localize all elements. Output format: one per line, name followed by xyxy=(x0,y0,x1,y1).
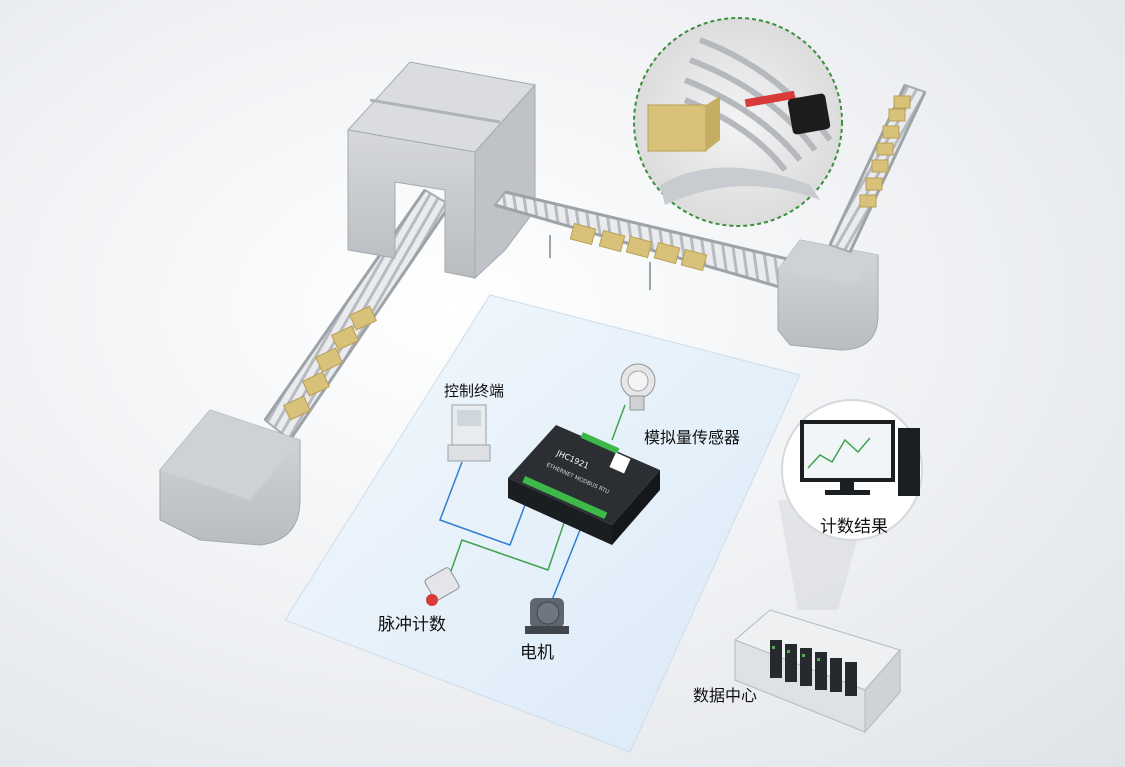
left-conveyor-boxes xyxy=(282,305,378,421)
count-result-circle xyxy=(778,399,923,610)
right-end-block xyxy=(777,239,879,351)
data-center-label: 数据中心 xyxy=(693,686,758,705)
motor-icon xyxy=(525,598,569,634)
analog-sensor-label: 模拟量传感器 xyxy=(644,428,741,447)
count-result-label: 计数结果 xyxy=(820,517,888,537)
system-panel xyxy=(284,294,801,753)
control-terminal-icon xyxy=(447,404,491,462)
sensor-zoom-circle xyxy=(633,17,843,227)
data-center-room xyxy=(734,609,901,734)
wiring xyxy=(439,404,626,606)
right-conveyor-boxes xyxy=(859,95,911,208)
motor-label: 电机 xyxy=(520,643,554,663)
pulse-count-label: 脉冲计数 xyxy=(378,615,446,635)
io-controller-device: JHC1921 ETHERNET MODBUS RTU xyxy=(508,425,660,545)
top-conveyor-boxes xyxy=(569,222,708,272)
left-end-block xyxy=(159,409,301,546)
inspection-gate xyxy=(347,61,536,280)
analog-sensor-icon xyxy=(620,363,656,411)
pulse-counter-icon xyxy=(424,567,460,606)
control-terminal-label: 控制终端 xyxy=(444,382,505,400)
